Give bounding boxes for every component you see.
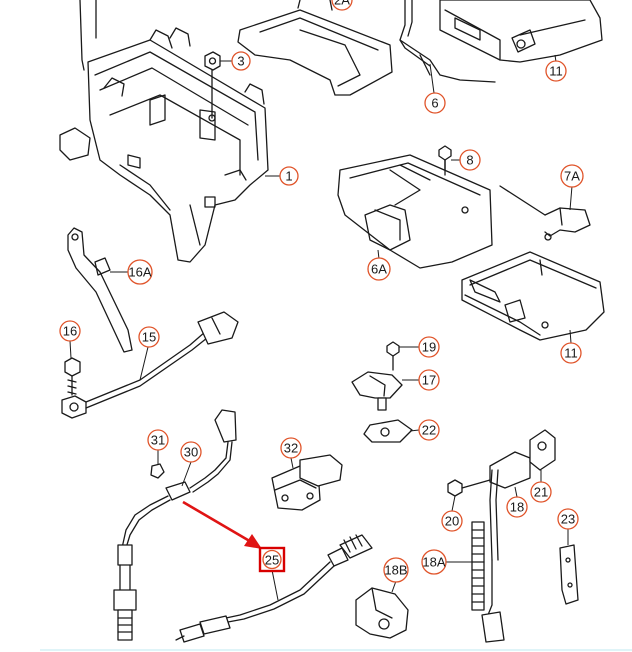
highlight-arrow xyxy=(182,500,262,549)
callout-16a[interactable]: 16A xyxy=(127,259,153,285)
callout-11-top[interactable]: 11 xyxy=(545,60,567,82)
part-2a-bracket xyxy=(237,0,393,96)
part-31-clip xyxy=(150,463,165,479)
callout-3[interactable]: 3 xyxy=(231,51,251,71)
svg-text:25: 25 xyxy=(265,553,279,568)
part-6a-bracket xyxy=(337,154,493,269)
part-22-seal xyxy=(363,419,413,443)
part-18b-bracket xyxy=(355,587,409,639)
svg-text:2A: 2A xyxy=(334,0,350,8)
svg-text:7A: 7A xyxy=(564,169,580,184)
part-20-bolt xyxy=(447,479,491,497)
svg-text:3: 3 xyxy=(237,54,244,69)
part-16-bolt xyxy=(64,357,81,396)
part-18a-conduit xyxy=(471,521,505,643)
svg-text:6A: 6A xyxy=(371,262,387,277)
svg-text:32: 32 xyxy=(284,441,298,456)
part-30-lambda-probe xyxy=(113,409,237,641)
part-18-sensor xyxy=(489,451,531,561)
callout-6a[interactable]: 6A xyxy=(367,257,391,281)
part-16a-bracket xyxy=(67,227,133,353)
part-21-bracket xyxy=(529,429,556,471)
part-11-ecu xyxy=(461,251,605,341)
svg-text:16A: 16A xyxy=(128,265,151,280)
callout-30[interactable]: 30 xyxy=(180,441,202,463)
part-17-sensor xyxy=(351,371,403,411)
part-11-ecu-top xyxy=(439,0,603,63)
callout-18a[interactable]: 18A xyxy=(421,549,447,575)
callout-22[interactable]: 22 xyxy=(418,419,440,441)
svg-text:17: 17 xyxy=(422,373,436,388)
callout-6[interactable]: 6 xyxy=(424,92,446,114)
callout-31[interactable]: 31 xyxy=(147,429,169,451)
svg-text:31: 31 xyxy=(151,433,165,448)
part-8-screw xyxy=(438,145,452,171)
callout-11-mid[interactable]: 11 xyxy=(560,342,582,364)
part-6-bracket xyxy=(399,0,496,83)
callout-32[interactable]: 32 xyxy=(280,437,302,459)
callout-18[interactable]: 18 xyxy=(506,496,528,518)
callout-25-highlighted[interactable]: 25 xyxy=(258,546,286,573)
svg-text:18: 18 xyxy=(510,500,524,515)
svg-text:18B: 18B xyxy=(384,563,407,578)
leader-lines xyxy=(69,54,573,601)
callout-23[interactable]: 23 xyxy=(557,508,579,530)
part-32-sensor xyxy=(271,454,343,511)
part-3-nut xyxy=(204,51,221,122)
callout-7a[interactable]: 7A xyxy=(560,164,584,188)
svg-text:19: 19 xyxy=(422,340,436,355)
svg-text:16: 16 xyxy=(63,324,77,339)
callout-15[interactable]: 15 xyxy=(138,326,160,348)
callout-16[interactable]: 16 xyxy=(59,320,81,342)
svg-text:15: 15 xyxy=(142,330,156,345)
callout-1[interactable]: 1 xyxy=(279,166,299,186)
svg-text:11: 11 xyxy=(564,346,578,361)
callout-17[interactable]: 17 xyxy=(418,369,440,391)
svg-text:23: 23 xyxy=(561,512,575,527)
svg-text:22: 22 xyxy=(422,423,436,438)
part-25-lambda-probe xyxy=(175,534,373,643)
callout-21[interactable]: 21 xyxy=(530,481,552,503)
part-19-screw xyxy=(386,341,400,371)
callout-18b[interactable]: 18B xyxy=(383,557,409,583)
part-1-housing xyxy=(59,0,269,263)
svg-text:8: 8 xyxy=(466,153,473,168)
callout-2a[interactable]: 2A xyxy=(331,0,353,11)
svg-text:6: 6 xyxy=(431,96,438,111)
svg-text:30: 30 xyxy=(184,445,198,460)
svg-text:20: 20 xyxy=(445,514,459,529)
part-23-bracket xyxy=(559,544,579,605)
part-7a-bracket xyxy=(499,185,591,241)
svg-text:18A: 18A xyxy=(422,555,445,570)
svg-text:1: 1 xyxy=(285,169,292,184)
svg-text:21: 21 xyxy=(534,485,548,500)
callout-8[interactable]: 8 xyxy=(459,149,481,171)
callout-19[interactable]: 19 xyxy=(418,336,440,358)
callout-20[interactable]: 20 xyxy=(441,510,463,532)
part-15-knock-sensor xyxy=(61,311,239,419)
svg-text:11: 11 xyxy=(549,64,563,79)
